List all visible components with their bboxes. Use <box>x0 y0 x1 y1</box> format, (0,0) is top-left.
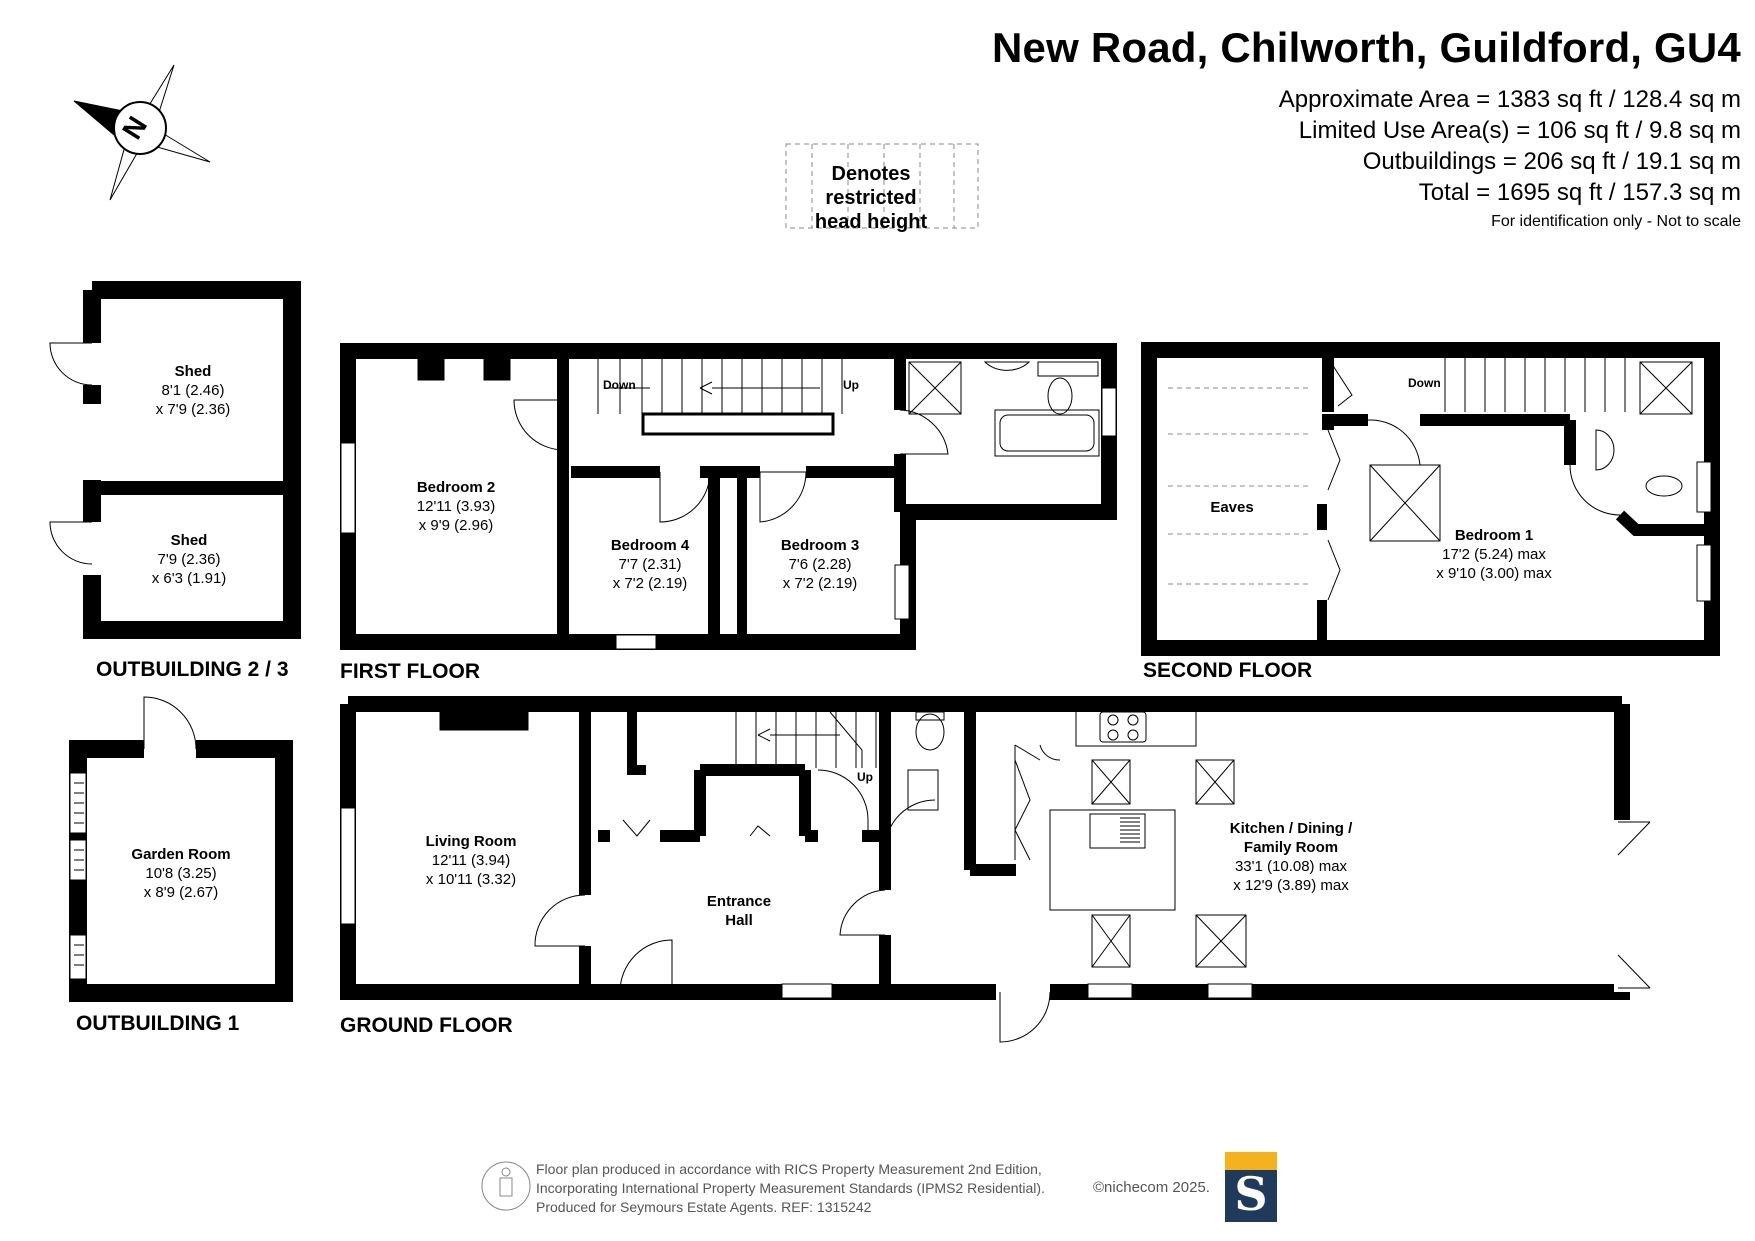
room-name: Family Room <box>1243 839 1339 856</box>
room-bedroom-2: Bedroom 2 12'11 (3.93) x 9'9 (2.96) <box>417 478 495 535</box>
room-dim: 33'1 (10.08) max <box>1234 858 1348 875</box>
room-dim: x 12'9 (3.89) max <box>1233 877 1349 894</box>
room-name: Shed <box>174 363 212 380</box>
room-dim: 7'7 (2.31) <box>618 556 682 573</box>
logo-letter: S <box>1234 1167 1268 1221</box>
room-dim: 12'11 (3.93) <box>416 498 496 515</box>
room-bedroom-1: Bedroom 1 17'2 (5.24) max x 9'10 (3.00) … <box>1436 526 1551 583</box>
room-name: Kitchen / Dining / <box>1229 820 1353 837</box>
legend-line-2: head height <box>814 211 928 233</box>
room-garden-room: Garden Room 10'8 (3.25) x 8'9 (2.67) <box>131 845 230 902</box>
outbuilding-2-3-walls <box>49 281 301 639</box>
first-floor-walls <box>340 343 1117 650</box>
footer-line-1: Floor plan produced in accordance with R… <box>536 1161 1042 1177</box>
room-name: Living Room <box>425 833 517 850</box>
legend-line-1: Denotes restricted <box>825 163 917 209</box>
room-dim: x 8'9 (2.67) <box>143 884 219 901</box>
room-dim: x 7'9 (2.36) <box>155 401 231 418</box>
ground-floor-label: GROUND FLOOR <box>340 1014 513 1037</box>
room-name: Shed <box>170 532 208 549</box>
outbuilding-1-label: OUTBUILDING 1 <box>76 1012 240 1035</box>
seymours-logo: S <box>1225 1152 1277 1222</box>
room-dim: x 10'11 (3.32) <box>425 871 517 888</box>
room-dim: x 9'9 (2.96) <box>418 517 494 534</box>
footer-line-3: Produced for Seymours Estate Agents. REF… <box>536 1199 872 1215</box>
person-silhouette-icon <box>481 1161 531 1211</box>
room-dim: x 9'10 (3.00) max <box>1436 565 1552 582</box>
footer-text: Floor plan produced in accordance with R… <box>536 1160 1045 1217</box>
room-dim: 7'9 (2.36) <box>157 551 221 568</box>
outbuilding-1-walls <box>69 696 293 1002</box>
room-dim: 10'8 (3.25) <box>145 865 217 882</box>
stairs-down-label: Down <box>603 378 636 392</box>
stairs-up-label: Up <box>857 770 873 784</box>
limited-use-area: Limited Use Area(s) = 106 sq ft / 9.8 sq… <box>1298 117 1741 144</box>
property-address-title: New Road, Chilworth, Guildford, GU4 <box>992 24 1741 71</box>
room-dim: 8'1 (2.46) <box>161 382 225 399</box>
room-entrance-hall: Entrance Hall <box>707 892 771 930</box>
nichecom-brand: ©nichecom 2025. <box>1093 1179 1210 1196</box>
approximate-area: Approximate Area = 1383 sq ft / 128.4 sq… <box>1278 86 1741 113</box>
room-name: Garden Room <box>131 846 231 863</box>
room-dim: x 7'2 (2.19) <box>782 575 858 592</box>
room-name: Bedroom 1 <box>1454 527 1534 544</box>
room-bedroom-4: Bedroom 4 7'7 (2.31) x 7'2 (2.19) <box>611 536 689 593</box>
room-dim: 12'11 (3.94) <box>431 852 511 869</box>
stairs-down-label: Down <box>1408 376 1441 390</box>
room-dim: 17'2 (5.24) max <box>1442 546 1546 563</box>
room-living-room: Living Room 12'11 (3.94) x 10'11 (3.32) <box>426 832 517 889</box>
outbuilding-2-3-label: OUTBUILDING 2 / 3 <box>96 658 289 681</box>
room-bedroom-3: Bedroom 3 7'6 (2.28) x 7'2 (2.19) <box>781 536 859 593</box>
logo-gold-band <box>1225 1152 1277 1170</box>
room-name: Eaves <box>1210 499 1254 516</box>
room-name: Bedroom 3 <box>780 537 860 554</box>
room-dim: x 6'3 (1.91) <box>151 570 227 587</box>
compass-icon <box>73 64 211 201</box>
room-kitchen-dining-family: Kitchen / Dining / Family Room 33'1 (10.… <box>1230 819 1353 895</box>
total-area: Total = 1695 sq ft / 157.3 sq m <box>1418 179 1741 206</box>
legend-label: Denotes restricted head height <box>786 162 956 234</box>
first-floor-label: FIRST FLOOR <box>340 660 480 683</box>
room-name: Hall <box>725 912 753 929</box>
room-name: Bedroom 2 <box>416 479 496 496</box>
scale-note: For identification only - Not to scale <box>1491 213 1741 230</box>
ground-floor-walls <box>340 696 1651 1043</box>
second-floor-label: SECOND FLOOR <box>1143 659 1313 682</box>
room-name: Entrance <box>706 893 772 910</box>
room-shed-1: Shed 8'1 (2.46) x 7'9 (2.36) <box>156 362 231 419</box>
second-floor-walls <box>1141 342 1720 656</box>
footer-line-2: Incorporating International Property Mea… <box>536 1180 1045 1196</box>
room-shed-2: Shed 7'9 (2.36) x 6'3 (1.91) <box>152 531 227 588</box>
room-name: Bedroom 4 <box>610 537 690 554</box>
room-dim: 7'6 (2.28) <box>788 556 852 573</box>
room-dim: x 7'2 (2.19) <box>612 575 688 592</box>
stairs-up-label: Up <box>843 378 859 392</box>
room-eaves: Eaves <box>1210 498 1253 517</box>
restricted-head-height-legend <box>785 143 979 229</box>
outbuildings-area: Outbuildings = 206 sq ft / 19.1 sq m <box>1362 148 1741 175</box>
